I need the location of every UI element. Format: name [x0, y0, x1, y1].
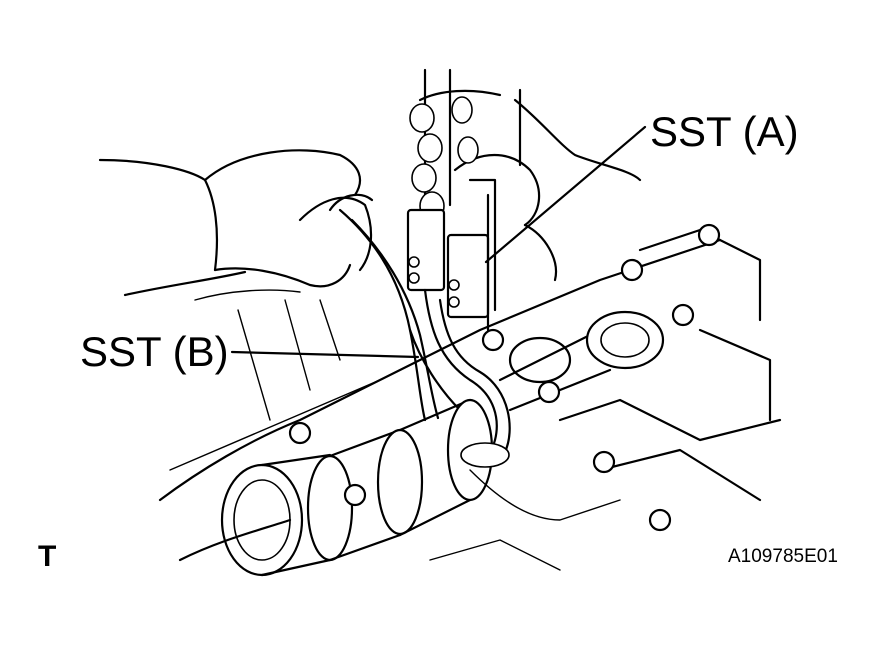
bolt-heads — [288, 223, 721, 532]
cylinder-head — [158, 228, 782, 571]
figure-code: A109785E01 — [728, 546, 838, 567]
sst-b-tool — [338, 208, 511, 460]
camshaft — [220, 310, 665, 577]
leader-line-sst-b — [230, 350, 420, 359]
leader-line-sst-a — [484, 125, 647, 264]
left-hand-outline — [98, 149, 374, 421]
right-hand-outline — [418, 88, 642, 282]
sst-b-label: SST (B) — [80, 328, 229, 375]
sst-a-tool — [406, 68, 497, 332]
corner-mark: T — [38, 540, 57, 573]
sst-a-label: SST (A) — [650, 108, 799, 155]
